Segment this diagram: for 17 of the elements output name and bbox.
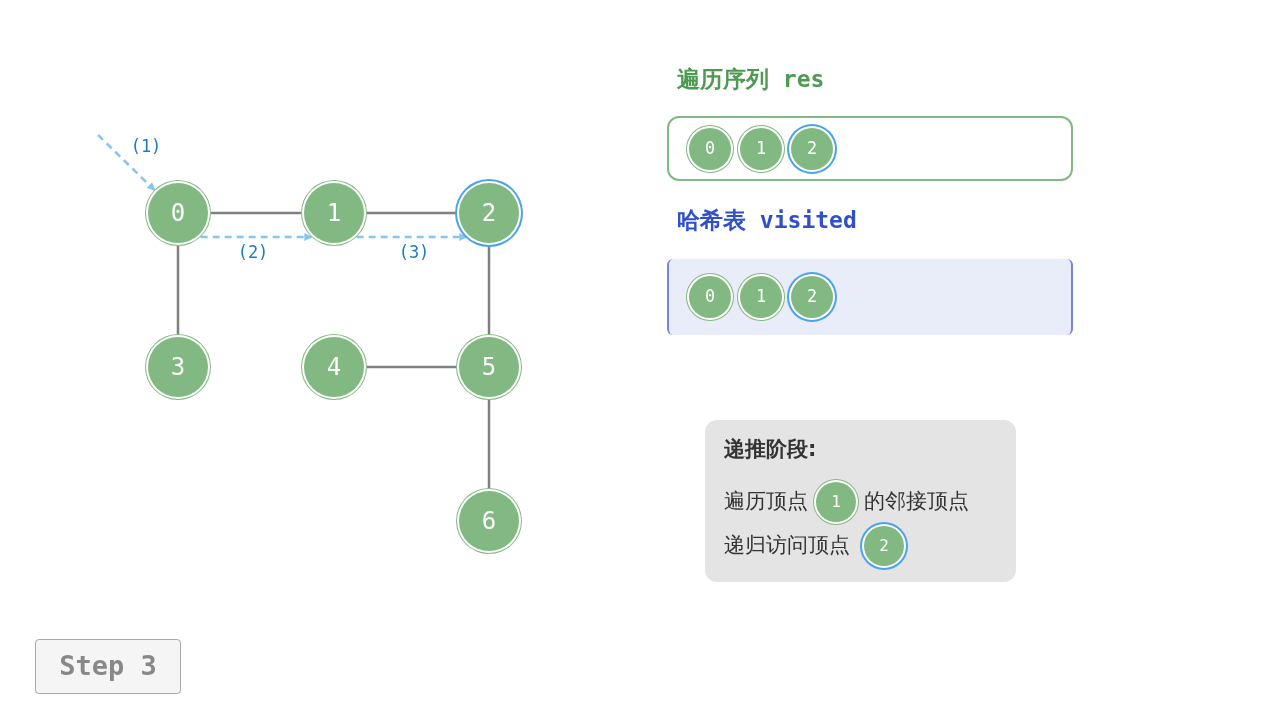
traversal-arrow xyxy=(356,233,468,241)
step-label: Step 3 xyxy=(35,639,181,694)
note-heading: 递推阶段: xyxy=(724,436,818,463)
edge-line xyxy=(367,211,456,215)
edge-line xyxy=(367,365,456,369)
section-heading: 哈希表 visited xyxy=(677,206,857,235)
note-text: 的邻接顶点 xyxy=(864,487,969,515)
edge-line xyxy=(487,400,491,488)
edge-line xyxy=(487,246,491,334)
edge-line xyxy=(176,246,180,334)
section-heading: 遍历序列 res xyxy=(677,65,825,94)
traversal-arrow xyxy=(97,134,156,191)
note-text: 递归访问顶点 xyxy=(724,531,850,559)
traversal-arrow xyxy=(200,233,313,241)
note-card xyxy=(705,420,1016,582)
edge-line xyxy=(211,211,301,215)
note-text: 遍历顶点 xyxy=(724,487,808,515)
